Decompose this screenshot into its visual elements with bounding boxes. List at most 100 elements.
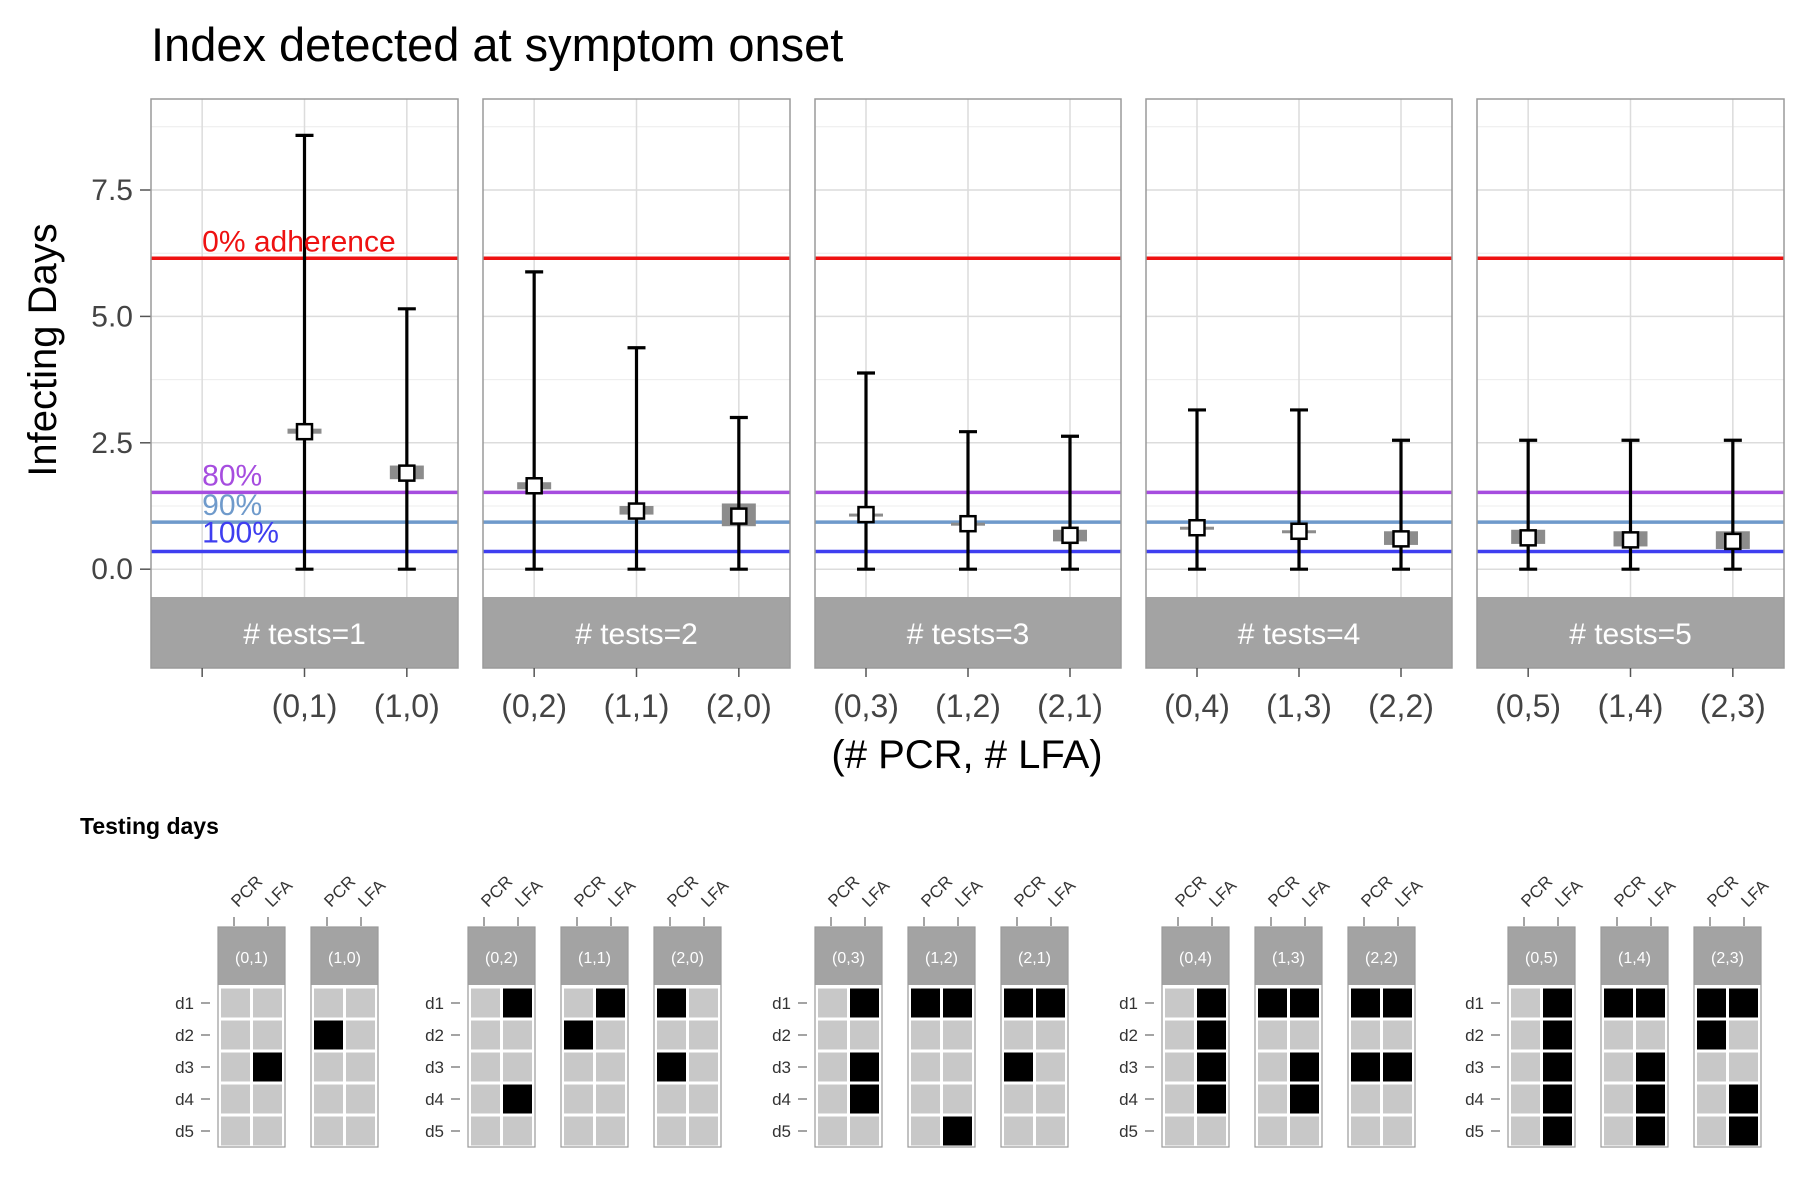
schedule-cell (1004, 1052, 1033, 1082)
schedule-column-label: PCR (663, 872, 702, 911)
schedule-cell (1636, 1084, 1665, 1114)
schedule-column-label: LFA (1737, 876, 1772, 911)
median-marker (959, 514, 977, 533)
x-tick-label: (1,2) (935, 688, 1001, 724)
schedule-column-label: LFA (511, 876, 546, 911)
schedule-cell (503, 988, 532, 1018)
schedule-cell (1511, 1020, 1540, 1050)
schedule-strip (468, 927, 535, 985)
schedule-row-label: d1 (1119, 994, 1138, 1013)
schedule-column-label: LFA (1551, 876, 1586, 911)
schedule-cell (911, 1116, 940, 1146)
reference-line-label: 80% (202, 459, 262, 492)
schedule-cell (1543, 1052, 1572, 1082)
y-tick-label: 7.5 (91, 174, 133, 207)
schedule-cell (1004, 1084, 1033, 1114)
schedule-cell (1258, 1116, 1287, 1146)
schedule-cell (818, 988, 847, 1018)
schedule-cell (657, 988, 686, 1018)
facet-strip (483, 597, 790, 668)
schedule-cell (818, 1020, 847, 1050)
schedule-cell (1290, 1052, 1319, 1082)
schedule-cell (689, 1052, 718, 1082)
schedule-cell (911, 988, 940, 1018)
schedule-column-label: LFA (261, 876, 296, 911)
x-tick-label: (0,4) (1164, 688, 1230, 724)
schedule-cell (850, 988, 879, 1018)
schedule-cell (346, 1116, 375, 1146)
schedule-cell (1383, 1084, 1412, 1114)
schedule-column-label: LFA (858, 876, 893, 911)
schedule-mini-border (1000, 926, 1069, 1148)
schedule-strip (815, 927, 882, 985)
schedule-cell (564, 1052, 593, 1082)
schedule-cell (1004, 1116, 1033, 1146)
schedule-cell (1165, 1020, 1194, 1050)
schedule-cell (1697, 988, 1726, 1018)
facet-panel: # tests=2(0,2)(1,1)(2,0) (482, 98, 791, 724)
schedule-cell (1697, 1116, 1726, 1146)
schedule-column-label: LFA (604, 876, 639, 911)
schedule-cell (346, 988, 375, 1018)
schedule-cell (943, 988, 972, 1018)
schedule-cell (657, 1116, 686, 1146)
schedule-cell (1351, 1116, 1380, 1146)
schedule-row-label: d5 (1465, 1122, 1484, 1141)
schedule-cell (1004, 988, 1033, 1018)
schedule-row-label: d4 (1465, 1090, 1484, 1109)
schedule-strip (908, 927, 975, 985)
schedule-cell (471, 1116, 500, 1146)
schedule-cell (1258, 1084, 1287, 1114)
schedule-cell (1697, 1052, 1726, 1082)
schedule-group: d1d2d3d4d5PCRLFA(0,3)PCRLFA(1,2)PCRLFA(2… (772, 872, 1080, 1148)
schedule-cell (1511, 988, 1540, 1018)
schedule-row-label: d1 (772, 994, 791, 1013)
schedule-cell (1729, 1052, 1758, 1082)
schedule-cell (1165, 1116, 1194, 1146)
median-marker (730, 507, 748, 525)
schedule-cell (1004, 1020, 1033, 1050)
schedule-cell (818, 1116, 847, 1146)
schedule-strip (1508, 927, 1575, 985)
schedule-mini-border (1693, 926, 1762, 1148)
schedule-cell (911, 1020, 940, 1050)
schedule-cell (1197, 988, 1226, 1018)
schedule-cell (1729, 988, 1758, 1018)
schedule-mini-border (217, 926, 286, 1148)
schedule-mini-border (1347, 926, 1416, 1148)
schedule-cell (850, 1116, 879, 1146)
schedule-cell (314, 1020, 343, 1050)
schedule-strip-label: (0,2) (485, 950, 518, 967)
schedule-cell (564, 1116, 593, 1146)
schedule-row-label: d2 (1119, 1026, 1138, 1045)
schedule-cell (253, 1116, 282, 1146)
schedule-cell (689, 1116, 718, 1146)
facet-panel: # tests=1(0,1)(1,0)0% adherence80%90%100… (150, 98, 459, 724)
schedule-column-label: LFA (1205, 876, 1240, 911)
schedule-cell (657, 1052, 686, 1082)
schedule-row-label: d2 (772, 1026, 791, 1045)
schedule-strip (1001, 927, 1068, 985)
median-marker (1061, 526, 1079, 545)
schedule-strip-label: (0,3) (832, 950, 865, 967)
schedule-column-label: LFA (354, 876, 389, 911)
facet-panel: # tests=3(0,3)(1,2)(2,1) (814, 98, 1122, 724)
schedule-row-label: d3 (1465, 1058, 1484, 1077)
schedule-column-label: LFA (951, 876, 986, 911)
schedule-row-label: d4 (175, 1090, 194, 1109)
schedule-row-label: d2 (425, 1026, 444, 1045)
schedule-cell (346, 1084, 375, 1114)
schedule-mini-border (560, 926, 629, 1148)
schedule-strip (1694, 927, 1761, 985)
schedule-column-label: PCR (1703, 872, 1742, 911)
x-tick-label: (0,2) (501, 688, 567, 724)
schedule-strip-label: (2,2) (1365, 950, 1398, 967)
schedule-mini-border (907, 926, 976, 1148)
schedule-column-label: PCR (227, 872, 266, 911)
schedule-cell (596, 1116, 625, 1146)
schedule-row-label: d5 (425, 1122, 444, 1141)
